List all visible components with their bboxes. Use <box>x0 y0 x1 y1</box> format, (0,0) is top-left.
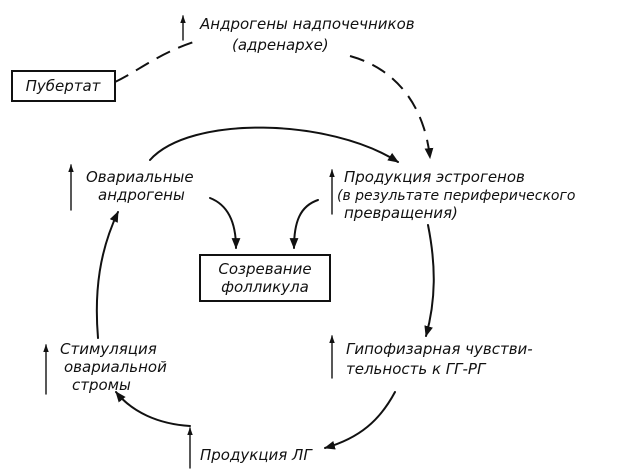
follicle-line1: Созревание <box>218 260 311 278</box>
adrenal-label-line1: Андрогены надпочечников <box>199 15 415 33</box>
arrow-estrogen-to-pituitary <box>424 224 435 338</box>
stroma-line1: Стимуляция <box>60 340 157 358</box>
node-ovarian-androgens: Овариальные андрогены <box>86 168 194 204</box>
estrogen-line3: превращения) <box>344 204 458 222</box>
ovarian-androgens-line1: Овариальные <box>86 168 194 186</box>
follicle-line2: фолликула <box>221 278 309 296</box>
node-stroma-stimulation: Стимуляция овариальной стромы <box>60 340 167 394</box>
node-estrogen-production: Продукция эстрогенов (в результате периф… <box>337 168 575 222</box>
arrow-lh-to-stroma <box>115 391 191 427</box>
estrogen-line2: (в результате периферического <box>337 188 575 204</box>
arrow-stroma-to-ovarian-androgens <box>95 211 119 339</box>
arrow-pituitary-to-lh <box>323 391 396 450</box>
node-adrenal-androgens: Андрогены надпочечников (адренархе) <box>199 15 415 54</box>
dashed-arrow-puberty-to-adrenal <box>114 39 201 83</box>
arrow-ovarian-androgens-to-estrogen <box>149 126 399 163</box>
node-puberty: Пубертат <box>11 70 116 102</box>
arrow-estrogen-to-follicle <box>289 199 319 250</box>
dashed-arrow-adrenal-to-estrogen <box>349 55 434 160</box>
lh-label: Продукция ЛГ <box>200 446 313 464</box>
node-follicle-maturation: Созревание фолликула <box>199 254 331 302</box>
stroma-line2: овариальной <box>64 358 167 376</box>
puberty-label: Пубертат <box>26 77 102 95</box>
ovarian-androgens-line2: андрогены <box>98 186 185 204</box>
stroma-line3: стромы <box>72 376 131 394</box>
pituitary-line1: Гипофизарная чувстви- <box>346 340 533 358</box>
node-pituitary-sensitivity: Гипофизарная чувстви- тельность к ГГ-РГ <box>346 340 533 378</box>
arrow-ovarian-androgens-to-follicle <box>209 197 241 250</box>
estrogen-line1: Продукция эстрогенов <box>344 168 525 186</box>
adrenal-label-line2: (адренархе) <box>232 36 329 54</box>
pituitary-line2: тельность к ГГ-РГ <box>346 360 487 378</box>
node-lh-production: Продукция ЛГ <box>200 446 313 464</box>
